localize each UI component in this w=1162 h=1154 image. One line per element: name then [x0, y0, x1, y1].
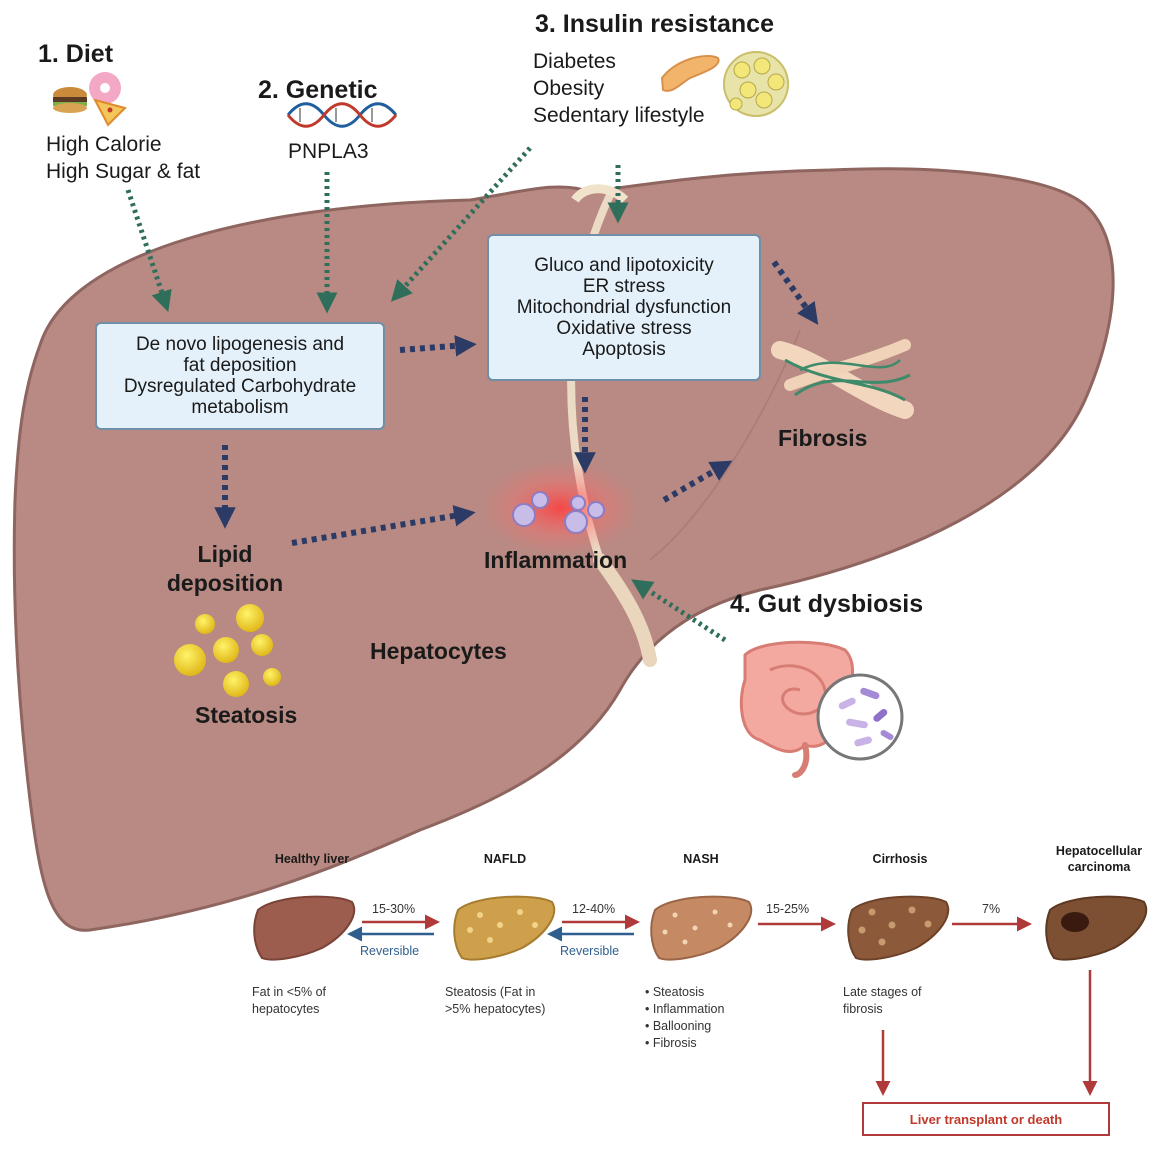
lipogenesis-box: De novo lipogenesis and fat deposition D… — [95, 322, 385, 430]
gut-arrow — [631, 579, 727, 643]
desc-line: • Ballooning — [645, 1019, 712, 1033]
progression-livers — [253, 895, 1148, 961]
adipose-cells-icon — [723, 51, 789, 117]
insulin-factor: Sedentary lifestyle — [533, 104, 705, 127]
desc-line: Late stages of — [843, 985, 922, 999]
box-line: Mitochondrial dysfunction — [516, 297, 732, 318]
box-line: De novo lipogenesis and — [135, 334, 345, 355]
food-icon — [53, 72, 127, 127]
box-line: Dysregulated Carbohydrate — [123, 376, 357, 397]
pancreas-icon — [660, 55, 720, 92]
box-line: metabolism — [191, 397, 289, 418]
desc-line: • Steatosis — [645, 985, 705, 999]
stage-desc-healthy: Fat in <5% of hepatocytes — [252, 984, 326, 1018]
inflammation-label: Inflammation — [484, 547, 628, 573]
toxicity-box: Gluco and lipotoxicity ER stress Mitocho… — [487, 234, 761, 381]
rate-nafld-nash: 12-40% — [572, 902, 616, 916]
lipogenesis-to-toxicity-arrow — [399, 335, 477, 357]
pathway-arrows — [214, 260, 819, 546]
stage-title-hcc: Hepatocellular carcinoma — [1044, 843, 1154, 875]
desc-line: Steatosis (Fat in — [445, 985, 536, 999]
outcome-box: Liver transplant or death — [862, 1102, 1110, 1136]
fat-droplets-icon — [174, 604, 281, 697]
hcc-tumor — [1061, 912, 1089, 932]
stage-title-nash: NASH — [683, 852, 719, 866]
stage-title-cirrhosis: Cirrhosis — [872, 852, 928, 866]
desc-line: • Fibrosis — [645, 1036, 697, 1050]
insulin-factor: Diabetes — [533, 50, 616, 73]
reversible-label: Reversible — [360, 944, 420, 958]
insulin-title: 3. Insulin resistance — [535, 10, 774, 38]
desc-line: >5% hepatocytes) — [445, 1002, 546, 1016]
dna-icon — [286, 102, 398, 128]
nash-speckles — [662, 909, 733, 945]
desc-line: fibrosis — [843, 1002, 883, 1016]
diet-factors: High Calorie High Sugar & fat — [46, 131, 200, 185]
title-line: carcinoma — [1067, 860, 1131, 874]
label-line: Lipid — [197, 541, 253, 567]
box-line: ER stress — [582, 276, 666, 297]
desc-line: hepatocytes — [252, 1002, 320, 1016]
healthy-liver-icon — [253, 895, 356, 961]
hcc-liver-icon — [1045, 895, 1148, 961]
stage-desc-nash: • Steatosis • Inflammation • Ballooning … — [645, 984, 724, 1052]
diet-factor: High Sugar & fat — [46, 160, 201, 183]
desc-line: Fat in <5% of — [252, 985, 326, 999]
title-line: Hepatocellular — [1055, 844, 1143, 858]
box-line: Gluco and lipotoxicity — [534, 255, 714, 276]
label-line: deposition — [166, 570, 284, 596]
rate-cirrhosis-hcc: 7% — [982, 902, 1001, 916]
stage-desc-nafld: Steatosis (Fat in >5% hepatocytes) — [445, 984, 545, 1018]
cause-arrows — [125, 146, 727, 643]
microbiome-magnifier-icon — [816, 673, 904, 761]
rate-healthy-nafld: 15-30% — [372, 902, 416, 916]
cirrhosis-nodules — [858, 906, 932, 946]
desc-line: • Inflammation — [645, 1002, 725, 1016]
hepatocytes-label: Hepatocytes — [370, 638, 507, 664]
genetic-gene: PNPLA3 — [288, 140, 369, 163]
fibrosis-fibers-icon — [771, 339, 914, 419]
box-line: Apoptosis — [582, 339, 666, 360]
inflammation-cells-icon — [480, 460, 640, 556]
diet-factor: High Calorie — [46, 133, 162, 156]
steatosis-label: Steatosis — [195, 702, 298, 728]
stage-title-nafld: NAFLD — [483, 852, 527, 866]
fibrosis-label: Fibrosis — [778, 425, 868, 451]
stage-desc-cirrhosis: Late stages of fibrosis — [843, 984, 922, 1018]
lipid-deposition-label: Lipid deposition — [160, 540, 290, 598]
gut-title: 4. Gut dysbiosis — [730, 590, 924, 618]
reversible-label: Reversible — [560, 944, 620, 958]
nafld-fat-speckles — [467, 909, 538, 943]
diet-arrow — [125, 189, 172, 312]
nash-liver-icon — [650, 895, 753, 961]
toxicity-to-fibrosis-arrow — [771, 260, 819, 325]
insulin-factors: Diabetes Obesity Sedentary lifestyle — [533, 48, 705, 129]
box-line: Oxidative stress — [556, 318, 692, 339]
stage-title-healthy: Healthy liver — [274, 852, 350, 866]
insulin-arrow-to-lipogenesis — [390, 146, 532, 302]
diet-title: 1. Diet — [38, 40, 114, 68]
insulin-factor: Obesity — [533, 77, 605, 100]
rate-nash-cirrhosis: 15-25% — [766, 902, 810, 916]
inflammation-to-fibrosis-arrow — [662, 460, 733, 503]
genetic-title: 2. Genetic — [258, 76, 378, 104]
progression-arrows — [347, 914, 1098, 1096]
box-line: fat deposition — [183, 355, 297, 376]
